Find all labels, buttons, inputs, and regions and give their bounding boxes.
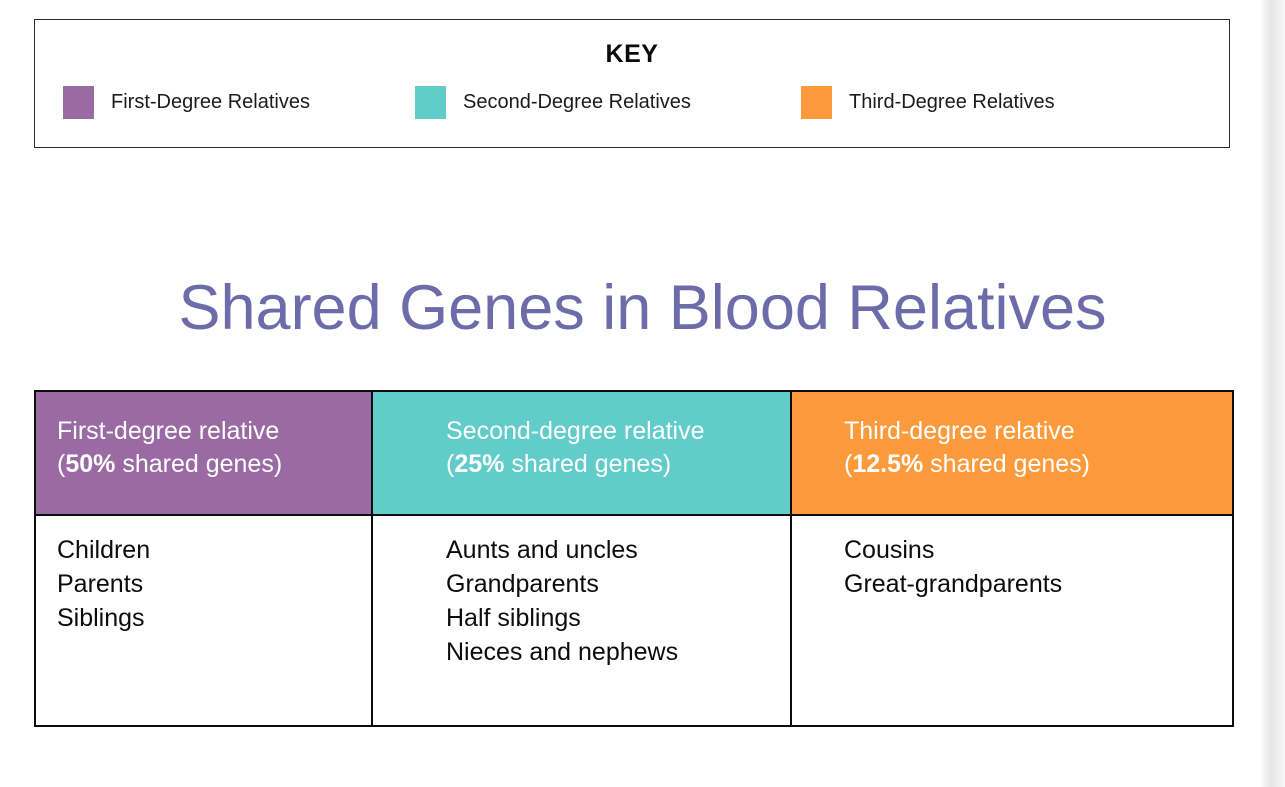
legend-item-third-degree: Third-Degree Relatives <box>801 86 1181 119</box>
table-header-third-degree: Third-degree relative (12.5% shared gene… <box>790 390 1234 516</box>
key-box: KEY First-Degree Relatives Second-Degree… <box>34 19 1230 148</box>
key-title: KEY <box>605 40 659 68</box>
percent-suffix-third-degree: shared genes) <box>923 450 1090 478</box>
percent-value-second-degree: 25% <box>454 450 505 478</box>
shared-genes-table: First-degree relative (50% shared genes)… <box>34 390 1234 727</box>
header-percent-second-degree: (25% shared genes) <box>446 448 776 481</box>
list-item: Parents <box>57 570 144 598</box>
list-item: Half siblings <box>446 604 581 632</box>
table-header-first-degree: First-degree relative (50% shared genes) <box>34 390 373 516</box>
key-legend: First-Degree Relatives Second-Degree Rel… <box>35 86 1229 119</box>
header-percent-third-degree: (12.5% shared genes) <box>844 448 1218 481</box>
paren-open: ( <box>446 450 455 478</box>
header-title-second-degree: Second-degree relative <box>446 417 705 445</box>
percent-suffix-second-degree: shared genes) <box>504 450 672 478</box>
page-title: Shared Genes in Blood Relatives <box>178 273 1107 343</box>
paren-open: ( <box>844 450 853 478</box>
legend-item-first-degree: First-Degree Relatives <box>63 86 415 119</box>
legend-label-first-degree: First-Degree Relatives <box>111 91 310 113</box>
legend-label-third-degree: Third-Degree Relatives <box>849 91 1055 113</box>
first-degree-swatch <box>63 86 94 119</box>
percent-suffix-first-degree: shared genes) <box>115 450 283 478</box>
list-item: Great-grandparents <box>844 570 1063 598</box>
header-title-first-degree: First-degree relative <box>57 417 280 445</box>
percent-value-third-degree: 12.5% <box>852 450 924 478</box>
percent-value-first-degree: 50% <box>65 450 116 478</box>
table-header-row: First-degree relative (50% shared genes)… <box>34 390 1234 516</box>
list-item: Siblings <box>57 604 145 632</box>
header-title-third-degree: Third-degree relative <box>844 417 1075 445</box>
table-header-second-degree: Second-degree relative (25% shared genes… <box>371 390 792 516</box>
legend-label-second-degree: Second-Degree Relatives <box>463 91 691 113</box>
header-percent-first-degree: (50% shared genes) <box>57 448 357 481</box>
list-item: Nieces and nephews <box>446 638 679 666</box>
legend-item-second-degree: Second-Degree Relatives <box>415 86 801 119</box>
paren-open: ( <box>57 450 66 478</box>
list-item: Children <box>57 536 151 564</box>
list-item: Grandparents <box>446 570 599 598</box>
second-degree-swatch <box>415 86 446 119</box>
page-edge-shadow <box>1260 0 1285 787</box>
third-degree-swatch <box>801 86 832 119</box>
list-item: Cousins <box>844 536 935 564</box>
list-item: Aunts and uncles <box>446 536 638 564</box>
